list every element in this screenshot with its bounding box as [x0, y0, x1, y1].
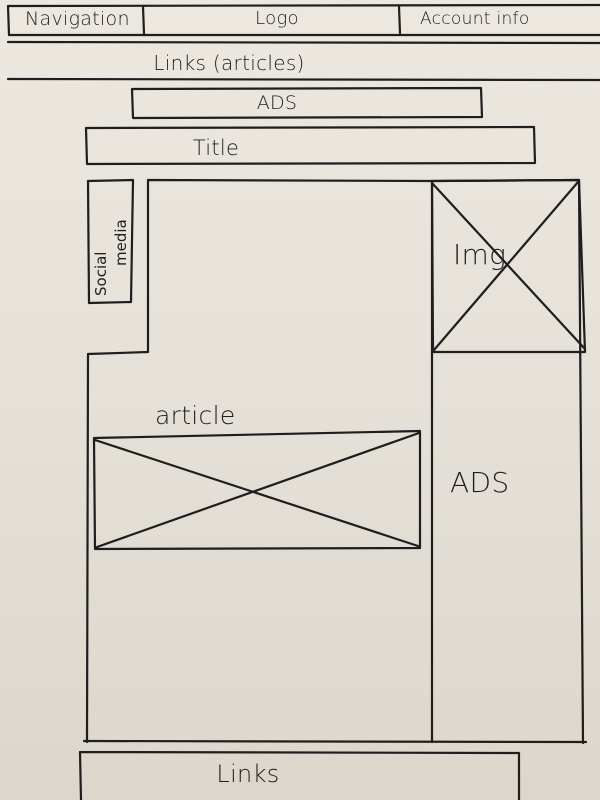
top-ad-label: ADS [256, 92, 298, 114]
article-image-placeholder [92, 429, 422, 551]
image-label: Img [453, 238, 507, 271]
main-content-outline [85, 178, 434, 744]
footer-links-box [78, 750, 521, 800]
title-label: Title [192, 136, 240, 160]
footer-links-label: Links [216, 760, 280, 788]
title-box [84, 125, 537, 166]
header-navigation-label: Navigation [25, 8, 130, 30]
social-media-label-line1: Social [92, 251, 110, 296]
links-bar-label: Links (articles) [153, 51, 305, 75]
content-bottom-line [82, 739, 588, 744]
sidebar-ads-label: ADS [450, 466, 510, 499]
top-ad-box [130, 86, 484, 120]
header-account-label: Account info [420, 9, 530, 29]
image-placeholder [430, 178, 587, 354]
header-logo-label: Logo [255, 8, 299, 29]
links-bar [6, 40, 600, 82]
social-media-box [86, 178, 135, 305]
header-bar [6, 3, 600, 37]
article-label: article [155, 401, 236, 430]
social-media-label-line2: media [112, 219, 130, 266]
